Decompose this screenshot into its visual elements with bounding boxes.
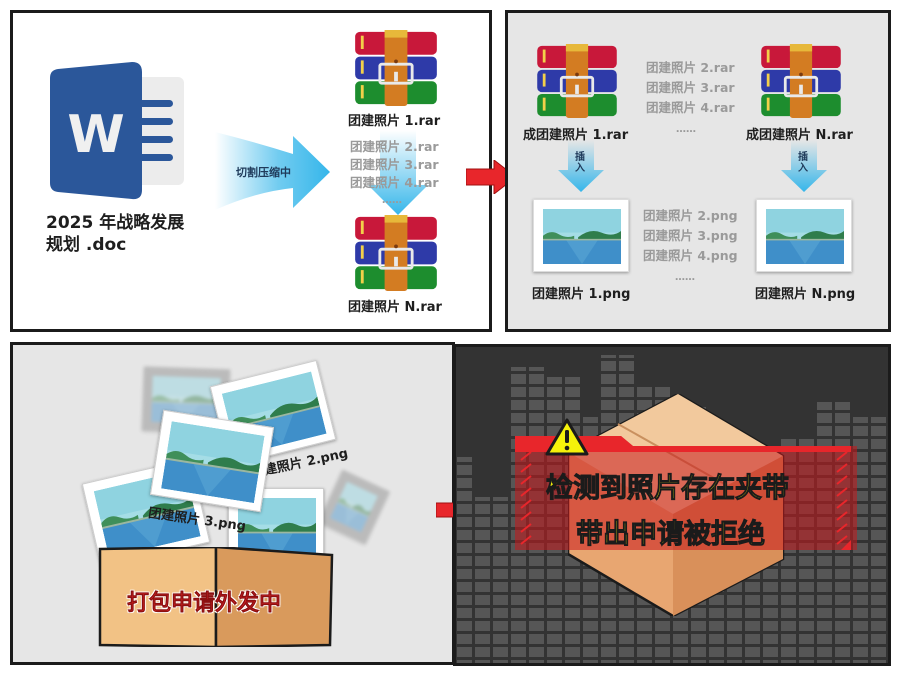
rar-middle-2: 团建照片 2.rar [350,139,439,154]
compress-arrow-label: 切割压缩中 [236,166,291,179]
word-doc-icon: W [42,62,184,200]
png-middle-2: 团建照片 2.png [643,208,738,223]
alert-line1: 检测到照片存在夹带 [546,473,790,505]
rar-label-1b: 成团建照片 1.rar [523,128,629,143]
insert-label-n: 插入 [798,152,808,174]
rar-icon-nb [757,44,845,118]
compress-arrow [215,132,330,210]
rar-icon-1 [352,30,440,106]
png-middle-3: 团建照片 3.png [643,228,738,243]
png-middle-4: 团建照片 4.png [643,248,738,263]
png-thumb-n [756,199,852,272]
rar-icon-n [352,215,440,291]
rar2-middle-2: 团建照片 2.rar [646,60,735,75]
box-label: 打包申请外发中 [127,591,282,617]
alert-banner [511,430,857,556]
photo-front [149,409,275,513]
png-label-n: 团建照片 N.png [755,287,856,302]
rar-label-n: 团建照片 N.rar [348,300,442,315]
rar-middle-3: 团建照片 3.rar [350,157,439,172]
insert-label-1: 插入 [575,152,585,174]
rar-label-1: 团建照片 1.rar [348,114,441,129]
insert-arrow-1 [558,140,604,192]
png-label-1: 团建照片 1.png [532,287,631,302]
doc-name-line1: 2025 年战略发展 [46,213,185,233]
down-fade-arrow [368,130,428,215]
alert-line2: 带出申请被拒绝 [576,519,766,551]
rar-middle-4: 团建照片 4.rar [350,175,439,190]
insert-arrow-n [781,140,827,192]
rar-icon-1b [533,44,621,118]
rar2-middle-4: 团建照片 4.rar [646,100,735,115]
rar2-middle-3: 团建照片 3.rar [646,80,735,95]
rar-label-nb: 成团建照片 N.rar [746,128,853,143]
warning-triangle-icon [545,418,589,456]
svg-text:W: W [67,105,124,165]
png-thumb-1 [533,199,629,272]
rar2-ellipsis: …… [676,124,696,135]
doc-name-line2: 规划 .doc [46,235,127,255]
shipping-box [98,545,334,649]
png-ellipsis: …… [675,272,695,283]
rar-ellipsis: …… [382,195,402,206]
